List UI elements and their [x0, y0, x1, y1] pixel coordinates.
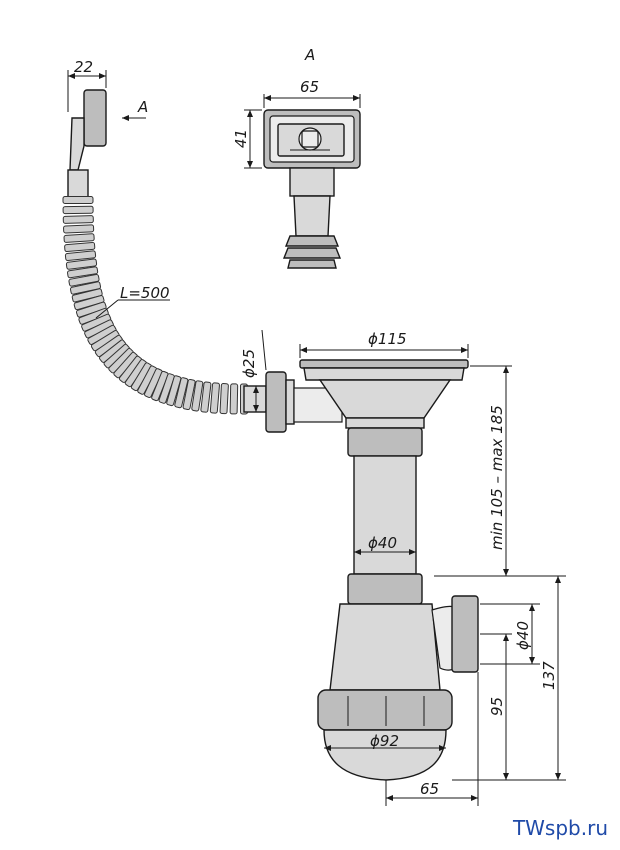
view-a-title: A: [304, 46, 315, 64]
view-arrow-label: A: [137, 98, 148, 116]
outlet-offset-label: 65: [420, 780, 439, 798]
hose-rib: [63, 233, 95, 243]
dim-view-a-height: 41: [232, 109, 262, 169]
hose-rib: [69, 281, 102, 295]
hose-rib: [191, 380, 204, 412]
overflow-diameter-label: ϕ25: [240, 349, 258, 378]
hose-rib: [209, 382, 220, 414]
dim-outlet-diameter: ϕ40: [480, 603, 540, 665]
dim-total-height: 137: [512, 575, 566, 781]
trap-diameter-label: ϕ92: [370, 732, 399, 750]
overflow-union-nut: [243, 371, 343, 433]
bowl-diameter-label: ϕ115: [368, 330, 407, 348]
hose-rib: [174, 377, 189, 409]
dim-tube-diameter: ϕ40: [354, 534, 416, 555]
dim-hose-length: L=500: [95, 284, 170, 319]
hose-rib: [64, 250, 97, 262]
hose-rib: [62, 195, 94, 205]
hose-rib: [63, 224, 95, 234]
corrugated-overflow-hose: [62, 195, 249, 415]
sink-strainer-bowl: [299, 359, 469, 429]
hose-rib: [182, 378, 196, 411]
dim-outlet-offset: 65: [385, 672, 479, 806]
siphon-tube: [347, 427, 423, 605]
hose-rib: [65, 258, 98, 270]
hose-rib: [229, 383, 239, 415]
view-arrow-a: A: [122, 98, 148, 121]
hose-outlet-width-label: 22: [74, 58, 93, 76]
view-a-width-label: 65: [300, 78, 319, 96]
hose-rib: [67, 266, 99, 279]
hose-rib: [62, 205, 94, 215]
dim-overflow-diameter: ϕ25: [240, 329, 267, 412]
hose-rib: [219, 383, 229, 415]
total-height-label: 137: [540, 661, 558, 690]
trap-height-label: 95: [488, 697, 506, 716]
dim-bowl-diameter: ϕ115: [299, 330, 469, 358]
siphon-trap: [317, 595, 479, 781]
hose-rib: [64, 241, 96, 253]
dim-trap-height: 95: [452, 633, 512, 781]
dim-view-a-width: 65 A: [263, 46, 361, 108]
height-range-label: min 105 – max 185: [488, 405, 506, 550]
dim-hose-outlet: 22: [67, 58, 107, 112]
hose-rib: [62, 215, 94, 224]
hose-rib: [68, 273, 100, 287]
dim-height-range: min 105 – max 185: [434, 365, 512, 577]
hose-rib: [200, 381, 212, 413]
outlet-diameter-label: ϕ40: [514, 621, 532, 650]
overflow-grille-side: [67, 89, 107, 201]
hose-rib: [166, 375, 182, 407]
tube-diameter-label: ϕ40: [368, 534, 397, 552]
hose-length-label: L=500: [120, 284, 170, 302]
dim-trap-diameter: ϕ92: [324, 732, 446, 751]
watermark: TWspb.ru: [512, 816, 608, 840]
view-a-height-label: 41: [232, 129, 250, 148]
view-a-outlet: [263, 109, 361, 269]
